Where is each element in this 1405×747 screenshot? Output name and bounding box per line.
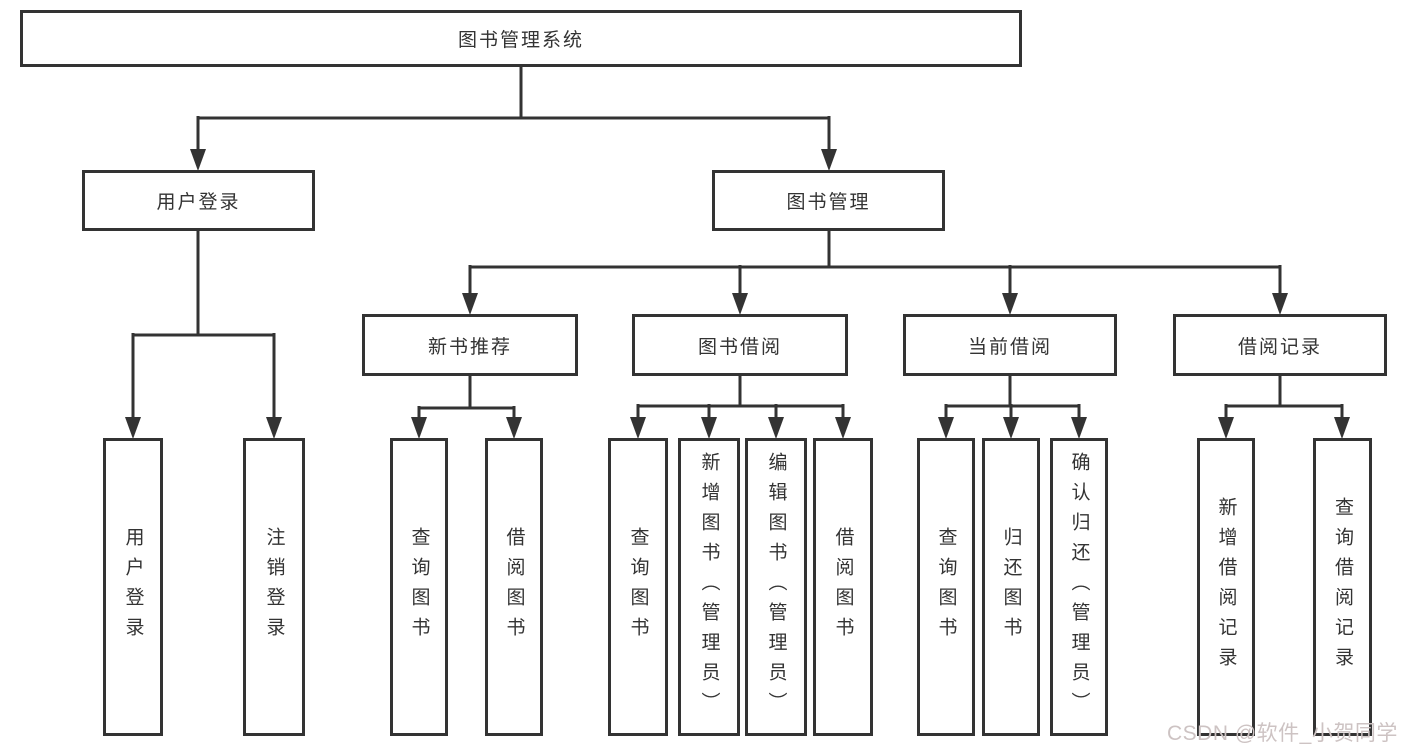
leaf-query-books-borrow: 查询图书 — [608, 438, 668, 736]
leaf-label: 新增图书（管理员） — [698, 452, 720, 722]
node-current-borrow-label: 当前借阅 — [967, 336, 1052, 358]
arrowhead — [462, 293, 478, 315]
leaf-borrow-books: 借阅图书 — [813, 438, 873, 736]
node-new-book-recommend-label: 新书推荐 — [427, 336, 512, 358]
leaf-label: 查询借阅记录 — [1332, 497, 1353, 677]
node-root: 图书管理系统 — [20, 10, 1022, 67]
arrowhead — [938, 417, 954, 439]
leaf-confirm-return-admin: 确认归还（管理员） — [1050, 438, 1108, 736]
node-new-book-recommend: 新书推荐 — [362, 314, 578, 376]
node-book-management-label: 图书管理 — [786, 192, 871, 213]
connector-borrow-records-to-leaves — [1218, 376, 1350, 439]
arrowhead — [701, 417, 717, 439]
leaf-add-book-admin: 新增图书（管理员） — [678, 438, 740, 736]
connector-current-borrow-to-leaves — [938, 376, 1087, 439]
connector-new-book-recommend-to-leaves — [411, 376, 522, 439]
node-user-login: 用户登录 — [82, 170, 315, 231]
connector-book-borrow-to-leaves — [630, 376, 851, 439]
leaf-add-borrow-record: 新增借阅记录 — [1197, 438, 1255, 736]
leaf-edit-book-admin: 编辑图书（管理员） — [745, 438, 807, 736]
leaf-label: 借阅图书 — [503, 527, 525, 647]
leaf-label: 用户登录 — [122, 527, 144, 647]
arrowhead — [411, 417, 427, 439]
leaf-label: 借阅图书 — [832, 527, 854, 647]
leaf-query-borrow-record: 查询借阅记录 — [1313, 438, 1372, 736]
leaf-borrow-books-recommend: 借阅图书 — [485, 438, 543, 736]
arrowhead — [1003, 417, 1019, 439]
node-borrow-records: 借阅记录 — [1173, 314, 1387, 376]
leaf-query-books-recommend: 查询图书 — [390, 438, 448, 736]
node-book-management: 图书管理 — [712, 170, 945, 231]
leaf-label: 查询图书 — [935, 527, 957, 647]
node-root-label: 图书管理系统 — [457, 30, 584, 51]
arrowhead — [1071, 417, 1087, 439]
arrowhead — [190, 149, 206, 171]
leaf-label: 注销登录 — [263, 527, 285, 647]
connector-book-management-to-level3 — [462, 231, 1288, 315]
arrowhead — [1272, 293, 1288, 315]
leaf-user-login: 用户登录 — [103, 438, 163, 736]
leaf-label: 归还图书 — [1000, 527, 1022, 647]
leaf-label: 查询图书 — [408, 527, 430, 647]
arrowhead — [821, 149, 837, 171]
arrowhead — [630, 417, 646, 439]
arrowhead — [1218, 417, 1234, 439]
arrowhead — [1002, 293, 1018, 315]
arrowhead — [1334, 417, 1350, 439]
arrowhead — [125, 417, 141, 439]
arrowhead — [835, 417, 851, 439]
node-borrow-records-label: 借阅记录 — [1237, 336, 1322, 358]
arrowhead — [266, 417, 282, 439]
leaf-label: 编辑图书（管理员） — [765, 452, 787, 722]
leaf-label: 新增借阅记录 — [1215, 497, 1237, 677]
leaf-label: 确认归还（管理员） — [1068, 452, 1090, 722]
watermark: CSDN @软件_小贺同学 — [1167, 722, 1398, 745]
connector-root-to-level2 — [190, 67, 837, 171]
leaf-label: 查询图书 — [627, 527, 649, 647]
arrowhead — [732, 293, 748, 315]
node-book-borrow-label: 图书借阅 — [697, 336, 782, 358]
leaf-query-books-current: 查询图书 — [917, 438, 975, 736]
node-user-login-label: 用户登录 — [156, 192, 241, 213]
node-current-borrow: 当前借阅 — [903, 314, 1117, 376]
node-book-borrow: 图书借阅 — [632, 314, 848, 376]
leaf-logout: 注销登录 — [243, 438, 305, 736]
arrowhead — [768, 417, 784, 439]
leaf-return-books: 归还图书 — [982, 438, 1040, 736]
connector-user-login-to-leaves — [125, 231, 282, 439]
arrowhead — [506, 417, 522, 439]
